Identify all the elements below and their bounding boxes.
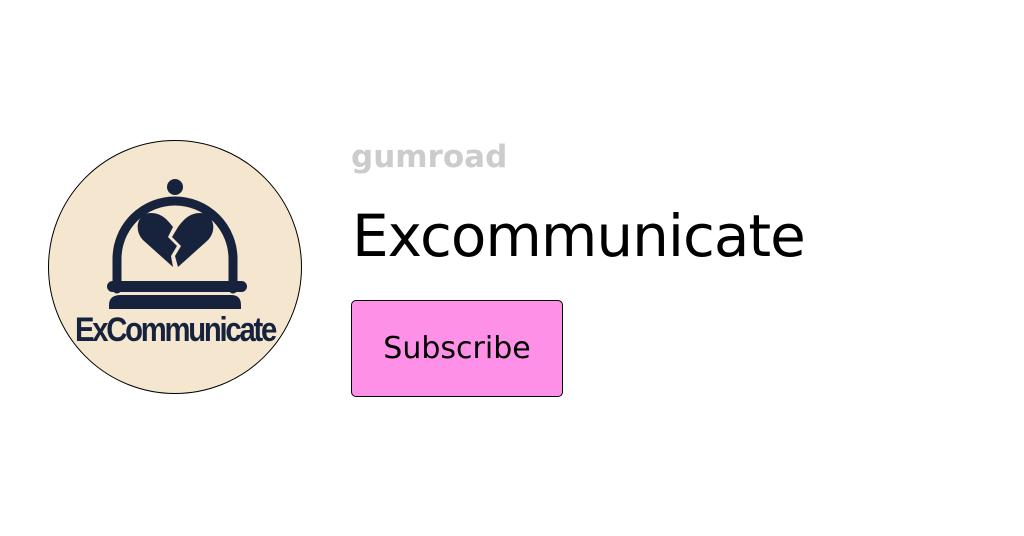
gumroad-logo: gumroad — [351, 139, 508, 175]
cloche-broken-heart-icon — [107, 179, 247, 309]
avatar-logo-text: ExCommunicate — [74, 311, 277, 349]
creator-title: Excommunicate — [352, 202, 806, 270]
creator-avatar: ExCommunicate — [48, 140, 302, 394]
subscribe-button[interactable]: Subscribe — [351, 300, 563, 397]
